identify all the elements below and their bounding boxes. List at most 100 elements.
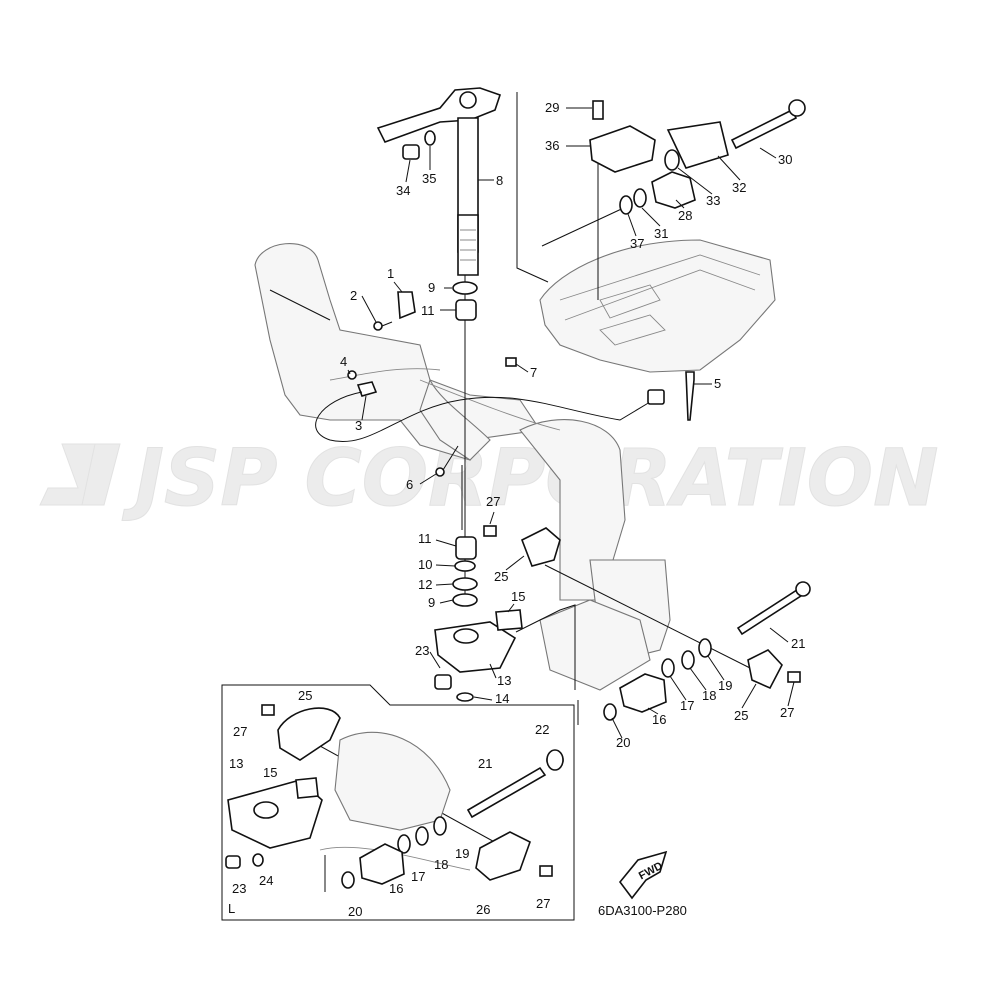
callout-label: 36 <box>545 138 559 153</box>
callout-label: 13 <box>497 673 511 688</box>
clip-14 <box>456 692 474 702</box>
callout-label: 28 <box>678 208 692 223</box>
callout-label: 4 <box>340 354 347 369</box>
callout-label: 30 <box>778 152 792 167</box>
mount-cap-25-right <box>747 649 783 690</box>
clamp-1 <box>397 291 416 320</box>
detail-label: L <box>228 901 235 916</box>
callout-label: 20 <box>348 904 362 919</box>
bolt-30 <box>730 99 806 150</box>
callout-label: 7 <box>530 365 537 380</box>
washer-37 <box>619 195 633 215</box>
callout-label: 19 <box>718 678 732 693</box>
washer-18-upper <box>681 650 695 670</box>
nut-34 <box>402 144 420 160</box>
callout-label: 22 <box>535 722 549 737</box>
callout-label: 23 <box>415 643 429 658</box>
washer-31 <box>633 188 647 208</box>
callout-label: 26 <box>476 902 490 917</box>
watermark-text: JSP CORPORATION <box>122 434 938 524</box>
nut-23-detail <box>225 855 241 869</box>
bracket-ghost-outlines <box>254 243 671 691</box>
callout-label: 29 <box>545 100 559 115</box>
callout-label: 18 <box>702 688 716 703</box>
bushing-11-lower <box>455 536 477 560</box>
callout-label: 23 <box>232 881 246 896</box>
mount-cover-36 <box>589 125 656 173</box>
grease-nipple-7 <box>505 357 517 367</box>
callout-label: 9 <box>428 280 435 295</box>
callout-label: 15 <box>263 765 277 780</box>
washer-35 <box>424 130 436 146</box>
callout-label: 1 <box>387 266 394 281</box>
plate-15-upper <box>495 609 523 631</box>
washer-9-lower <box>452 593 478 607</box>
callout-label: 17 <box>411 869 425 884</box>
callout-label: 21 <box>478 756 492 771</box>
mount-rubber-16-detail <box>359 843 405 885</box>
callout-label: 14 <box>495 691 509 706</box>
washer-24-detail <box>252 853 264 867</box>
callout-label: 16 <box>652 712 666 727</box>
washer-17-detail <box>397 834 411 854</box>
screw-6 <box>435 445 459 477</box>
callout-label: 17 <box>680 698 694 713</box>
callout-label: 18 <box>434 857 448 872</box>
callout-label: 33 <box>706 193 720 208</box>
cap-26-detail <box>475 831 531 881</box>
bolt-29 <box>592 100 604 120</box>
mount-rubber-28 <box>651 171 696 209</box>
callout-label: 25 <box>734 708 748 723</box>
washer-18-detail <box>415 826 429 846</box>
callout-label: 11 <box>418 531 432 546</box>
callout-label: 37 <box>630 236 644 251</box>
wire-lead <box>315 389 665 442</box>
callout-label: 2 <box>350 288 357 303</box>
callout-label: 21 <box>791 636 805 651</box>
nut-23-upper <box>434 674 452 690</box>
callout-label: 31 <box>654 226 668 241</box>
bolt-2 <box>373 321 393 331</box>
callout-label: 5 <box>714 376 721 391</box>
bolt-27-detail-top <box>261 704 275 716</box>
callout-label: 16 <box>389 881 403 896</box>
callout-leaders <box>347 107 795 739</box>
callout-label: 20 <box>616 735 630 750</box>
callout-label: 11 <box>421 303 435 318</box>
bolt-27-left <box>483 525 497 537</box>
callout-label: 35 <box>422 171 436 186</box>
washer-22-detail <box>546 749 564 771</box>
callout-label: 6 <box>406 477 413 492</box>
upper-mount-plate-ghost <box>539 239 776 373</box>
callout-label: 32 <box>732 180 746 195</box>
washer-33 <box>664 149 680 171</box>
callout-label: 9 <box>428 595 435 610</box>
steering-shaft <box>376 87 502 276</box>
bolt-21-upper <box>736 581 811 636</box>
callout-label: 27 <box>780 705 794 720</box>
washer-12 <box>452 577 478 591</box>
bolt-27-detail-bottom <box>539 865 553 877</box>
callout-label: 27 <box>486 494 500 509</box>
callout-label: 27 <box>536 896 550 911</box>
callout-label: 34 <box>396 183 410 198</box>
bushing-11-upper <box>455 299 477 321</box>
fwd-arrow-icon: FWD <box>618 850 668 900</box>
mount-cap-25-left <box>520 527 561 567</box>
callout-label: 27 <box>233 724 247 739</box>
callout-label: 12 <box>418 577 432 592</box>
plate-15-detail <box>295 777 319 799</box>
washer-9-upper <box>452 281 478 295</box>
mount-cap-25-detail <box>277 707 341 761</box>
bolt-27-right <box>787 671 801 683</box>
callout-label: 13 <box>229 756 243 771</box>
wire-tie-5 <box>685 371 695 421</box>
callout-label: 10 <box>418 557 432 572</box>
callout-label: 24 <box>259 873 273 888</box>
watermark: JSP CORPORATION <box>39 434 939 525</box>
washer-17-upper <box>661 658 675 678</box>
plate-32 <box>666 121 729 169</box>
callout-label: 19 <box>455 846 469 861</box>
washer-20-upper <box>603 703 617 721</box>
